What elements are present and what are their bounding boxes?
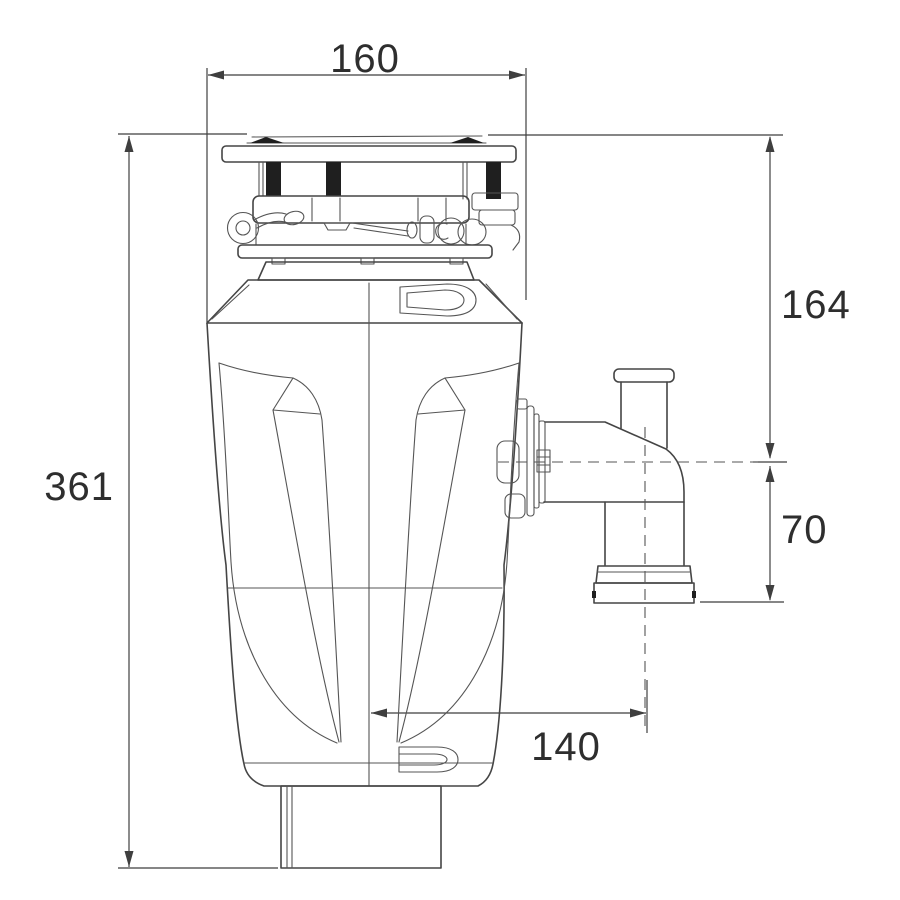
right-clamp-cam [437, 217, 465, 245]
arrow-up-icon [765, 136, 775, 152]
dimension-outlet-drop: 70 [700, 466, 828, 603]
dimension-label: 140 [531, 725, 601, 769]
sink-flange-assembly [221, 135, 521, 281]
collar [257, 261, 475, 281]
arrow-up-icon [124, 136, 134, 152]
flange-nut [536, 449, 551, 473]
stud-middle [326, 162, 341, 196]
screw-bead [406, 221, 418, 239]
flange-plate [221, 145, 517, 163]
dimension-overall-height: 361 [44, 133, 278, 869]
coupling-shoulder [595, 565, 693, 584]
arrow-right-icon [630, 708, 646, 718]
arrow-left-icon [208, 70, 224, 80]
body-shoulder [206, 279, 523, 324]
left-panel [218, 362, 342, 744]
base-housing [280, 785, 442, 869]
outlet-elbow [496, 368, 758, 731]
brand-badge-top [399, 283, 477, 317]
dimension-label: 160 [330, 37, 400, 81]
rim-bevel-right [450, 137, 484, 143]
left-clamp-loop [283, 210, 305, 226]
dimension-horizontal-offset: 140 [371, 680, 648, 769]
left-clamp-cam [226, 211, 260, 245]
stud-left [266, 162, 281, 196]
dimension-label: 361 [44, 465, 114, 509]
arrow-up-icon [765, 466, 775, 482]
arrow-down-icon [124, 851, 134, 867]
dimension-top-width: 160 [206, 37, 527, 322]
right-panel [396, 362, 520, 744]
right-clamp-pad [457, 218, 487, 246]
rim-bevel-left [250, 137, 284, 143]
outlet-flange [526, 405, 535, 517]
arrow-down-icon [765, 585, 775, 601]
brand-badge-bottom [398, 746, 459, 773]
coupling-nut [593, 582, 695, 604]
stud-right [486, 162, 501, 199]
mounting-ring [252, 195, 470, 224]
arrow-down-icon [765, 443, 775, 459]
dimension-label: 70 [781, 508, 828, 552]
disposer-body [206, 279, 523, 869]
arrow-left-icon [371, 708, 387, 718]
ring-tab [323, 222, 351, 231]
screw-cylinder [419, 215, 435, 244]
dimension-flange-to-outlet: 164 [488, 134, 851, 463]
right-hook [510, 224, 521, 251]
dimension-label: 164 [781, 283, 851, 327]
support-ring [237, 244, 493, 259]
arrow-right-icon [509, 70, 525, 80]
spigot-flare [613, 368, 675, 383]
body-outline [206, 322, 523, 787]
